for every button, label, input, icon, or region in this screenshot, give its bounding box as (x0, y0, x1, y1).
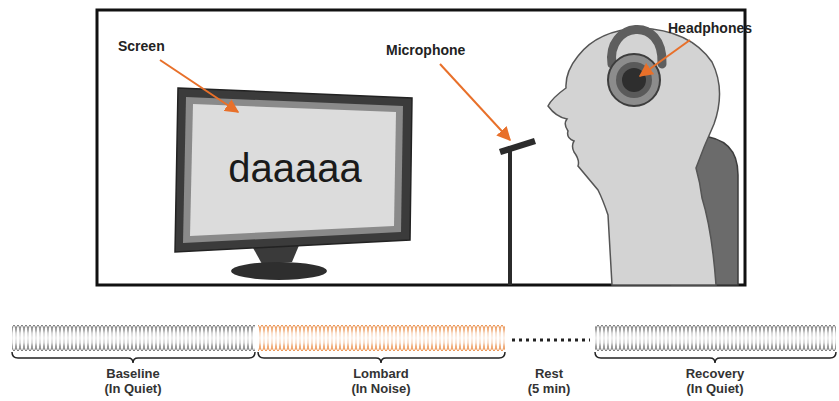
person-silhouette (548, 28, 720, 285)
baseline-signal (12, 322, 255, 354)
stimulus-text: daaaaa (228, 146, 361, 191)
leader-line (440, 64, 510, 140)
phase-label: Recovery (In Quiet) (686, 367, 745, 397)
bracket (12, 352, 255, 363)
headphone-driver (622, 68, 646, 92)
headphone-cushion (616, 62, 652, 98)
monitor-rim (183, 97, 403, 243)
bracket (258, 352, 505, 363)
part-label: Screen (118, 38, 165, 54)
microphone-stand (508, 146, 512, 285)
rest-dotted-line (512, 339, 590, 342)
leader-line (640, 40, 690, 76)
phase-label: Rest (5 min) (528, 367, 571, 397)
recovery-signal (595, 322, 836, 354)
scene-frame (97, 10, 745, 285)
headphone-cup (608, 54, 660, 106)
bracket (595, 352, 836, 363)
monitor-bezel (175, 88, 412, 252)
leader-line (160, 60, 238, 112)
monitor-base (231, 262, 327, 280)
screen-display: daaaaa (192, 112, 398, 224)
phase-label: Baseline (In Quiet) (104, 367, 161, 397)
monitor-screen (190, 104, 396, 236)
lombard-signal (258, 322, 505, 354)
microphone-head (499, 138, 536, 155)
phase-label: Lombard (In Noise) (351, 367, 410, 397)
part-label: Microphone (386, 42, 465, 58)
part-label: Headphones (668, 20, 752, 36)
